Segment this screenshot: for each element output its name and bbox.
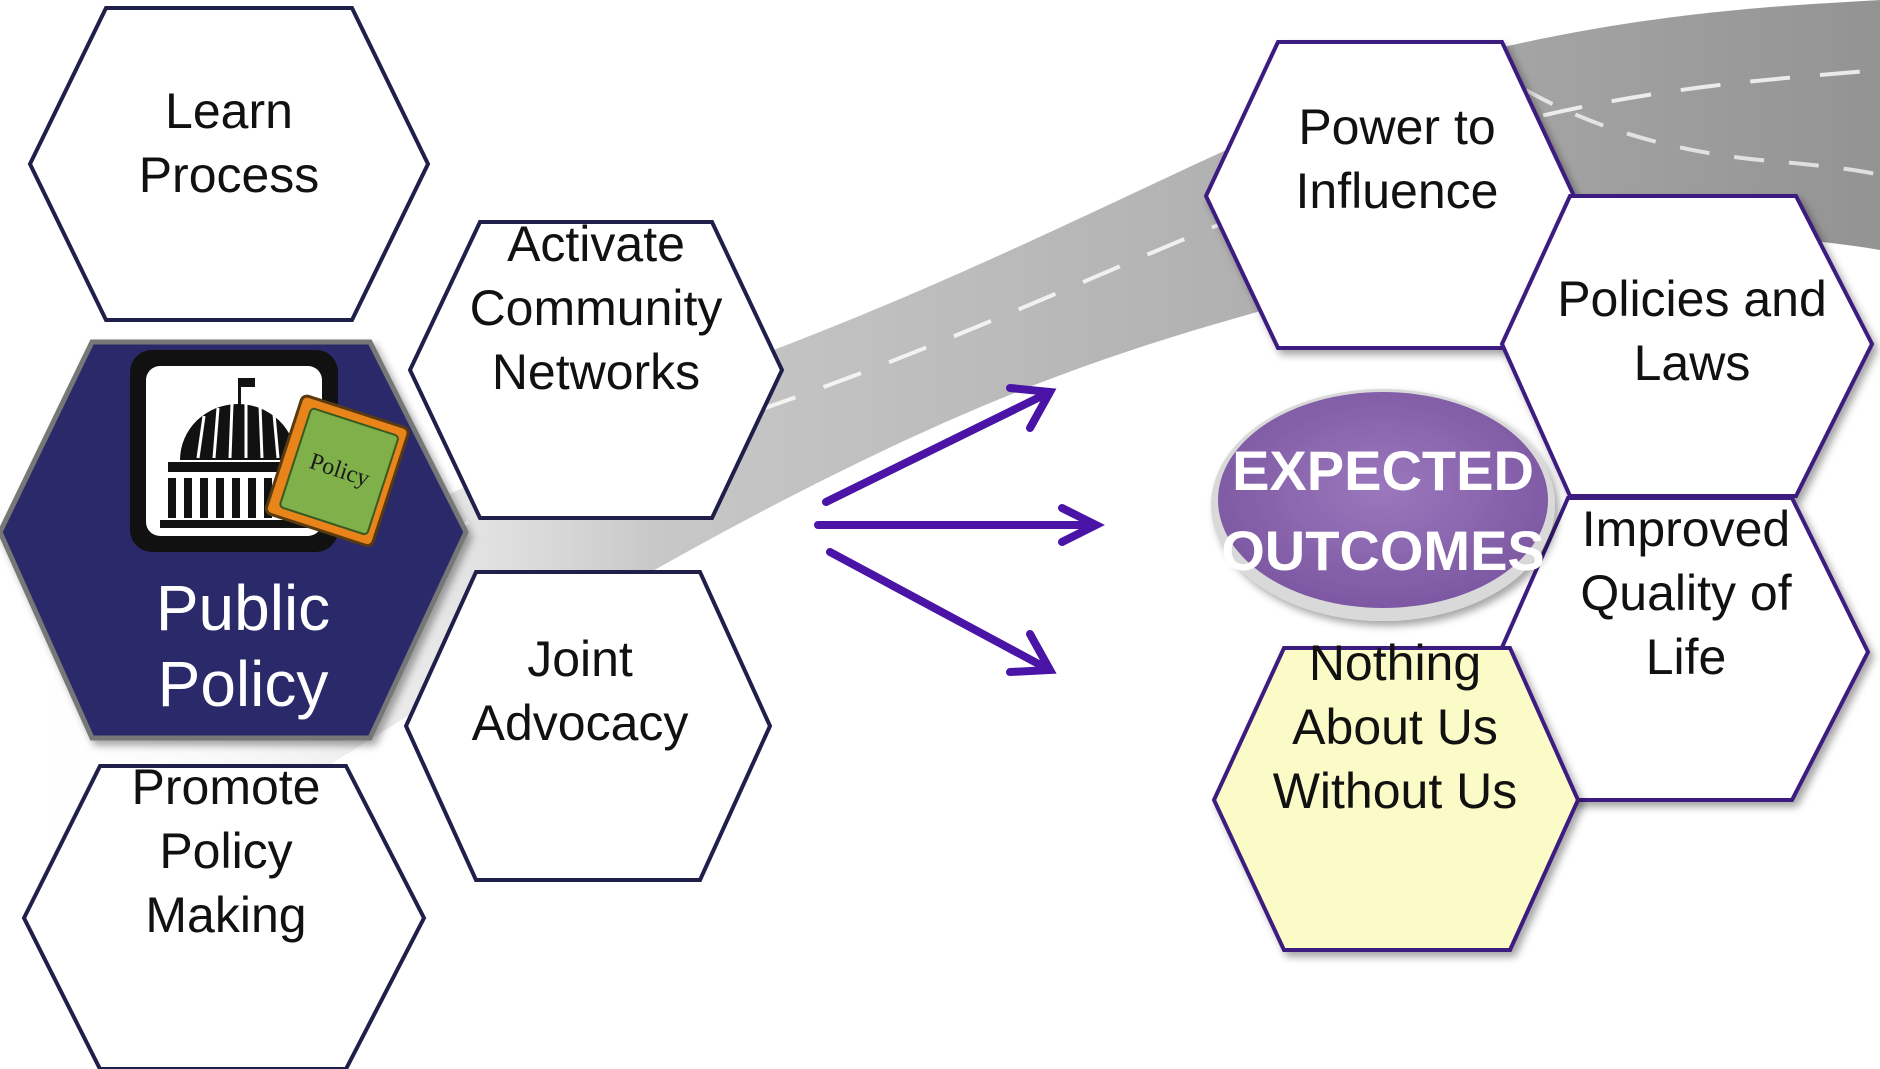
hexagon-label-joint-advocacy-line-2: Advocacy	[472, 695, 689, 751]
public-policy-title-line-2: Policy	[158, 648, 329, 720]
hexagon-label-improved-quality-of-life-line-3: Life	[1646, 629, 1727, 685]
hexagon-label-learn-process-line-1: Learn	[165, 83, 293, 139]
hexagon-shape-policies-and-laws	[1499, 194, 1875, 498]
arrow-right	[814, 504, 1105, 546]
hexagon-label-improved-quality-of-life-line-2: Quality of	[1580, 565, 1791, 621]
hexagon-label-activate-community-networks-line-1: Activate	[507, 216, 685, 272]
policy-book-icon: Policy	[264, 394, 410, 548]
arrow-up-right	[822, 384, 1057, 506]
hexagon-label-policies-and-laws-line-2: Laws	[1634, 335, 1751, 391]
expected-outcomes-badge	[1211, 389, 1555, 621]
expected-outcomes-line-1: EXPECTED	[1232, 439, 1534, 502]
hexagon-label-nothing-about-us-without-us-line-2: About Us	[1292, 699, 1498, 755]
expected-outcomes-line-2: OUTCOMES	[1221, 519, 1545, 582]
hexagon-label-learn-process-line-2: Process	[139, 147, 320, 203]
hexagon-label-promote-policy-making-line-1: Promote	[132, 759, 321, 815]
hexagon-shape-promote-policy-making	[21, 764, 427, 1069]
hexagon-shape-joint-advocacy	[403, 570, 773, 882]
hexagon-label-nothing-about-us-without-us-line-3: Without Us	[1273, 763, 1518, 819]
hexagon-label-nothing-about-us-without-us-line-1: Nothing	[1309, 635, 1481, 691]
hexagon-shape-activate-community-networks	[407, 220, 785, 520]
arrows-group	[814, 384, 1105, 676]
hexagon-power-to-influence: Power to Influence	[1203, 40, 1577, 350]
hexagon-label-power-to-influence-line-1: Power to	[1298, 99, 1495, 155]
hexagon-label-activate-community-networks-line-2: Community	[470, 280, 723, 336]
hexagon-label-promote-policy-making-line-2: Policy	[159, 823, 292, 879]
hexagon-label-promote-policy-making-line-3: Making	[145, 887, 306, 943]
hexagon-label-joint-advocacy-line-1: Joint	[527, 631, 633, 687]
arrow-down-right	[826, 548, 1057, 676]
hexagon-shape-learn-process	[27, 6, 431, 322]
hexagon-label-power-to-influence-line-2: Influence	[1296, 163, 1499, 219]
public-policy-title-line-1: Public	[156, 572, 330, 644]
hexagon-label-improved-quality-of-life-line-1: Improved	[1582, 501, 1790, 557]
hexagon-label-activate-community-networks-line-3: Networks	[492, 344, 700, 400]
hexagon-label-policies-and-laws-line-1: Policies and	[1557, 271, 1827, 327]
hexagon-shape-nothing-about-us-without-us	[1211, 646, 1581, 952]
